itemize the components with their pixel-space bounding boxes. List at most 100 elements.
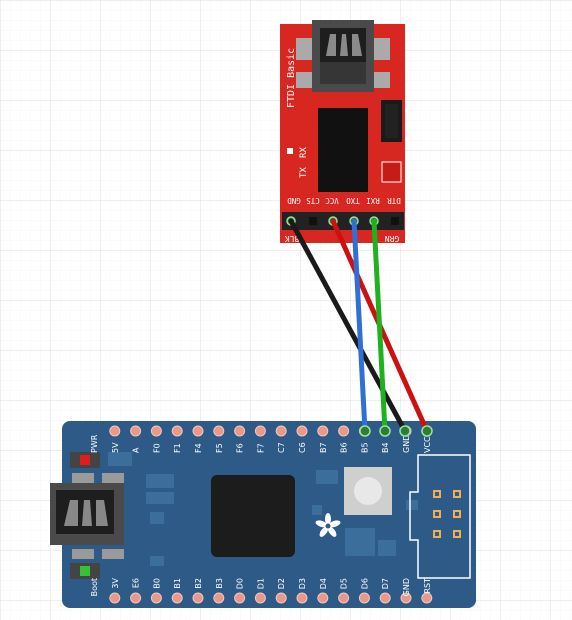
wires	[288, 218, 430, 434]
ftdi-chip	[318, 108, 368, 192]
bottom-pin-d2[interactable]	[275, 592, 287, 604]
bottom-pin-e6[interactable]	[130, 592, 142, 604]
bottom-pin-label-rst: RST	[423, 578, 432, 594]
ftdi-pin-label-cts: CTS	[306, 196, 320, 205]
ftdi-basic-board[interactable]: FTDI Basic TX RX GND CTS VCC TXO RXI DTR…	[280, 20, 405, 243]
top-pin-label-vcc: VCC	[423, 436, 432, 453]
wire-rxi[interactable]	[371, 218, 388, 434]
top-pin-label-pwr: PWR	[90, 434, 99, 453]
top-pin-f5[interactable]	[213, 425, 225, 437]
top-pin-c6[interactable]	[296, 425, 308, 437]
ftdi-pin-label-rxi: RXI	[366, 196, 380, 205]
board-components	[108, 452, 418, 566]
ftdi-pin-dtr[interactable]	[391, 217, 399, 225]
bottom-pin-d6[interactable]	[358, 592, 370, 604]
bottom-pin-label-gnd: GND	[402, 578, 411, 596]
wire-gnd[interactable]	[288, 218, 408, 434]
icsp-header	[433, 490, 461, 538]
bottom-pin-b2[interactable]	[192, 592, 204, 604]
bottom-pin-gnd[interactable]	[400, 592, 412, 604]
bottom-pin-label-e6: E6	[132, 578, 141, 588]
top-pin-label-f4: F4	[194, 443, 203, 453]
top-pin-label-b4: B4	[381, 442, 390, 453]
top-pin-label-f5: F5	[215, 443, 224, 453]
top-pin-b7[interactable]	[317, 425, 329, 437]
bottom-pin-label-b2: B2	[194, 578, 203, 589]
top-pin-a[interactable]	[130, 425, 142, 437]
top-pin-f4[interactable]	[192, 425, 204, 437]
ftdi-title: FTDI Basic	[286, 48, 297, 108]
bottom-pin-label-d6: D6	[360, 578, 369, 589]
bottom-pin-d7[interactable]	[379, 592, 391, 604]
top-pin-label-f1: F1	[173, 443, 182, 453]
bottom-pin-label-d5: D5	[340, 578, 349, 589]
top-pin-label-5v: 5V	[111, 442, 120, 453]
wire-endpoints	[359, 425, 433, 437]
bottom-pin-label-d3: D3	[298, 578, 307, 589]
bottom-pin-d3[interactable]	[296, 592, 308, 604]
top-pin-f0[interactable]	[150, 425, 162, 437]
top-pin-label-a: A	[132, 447, 141, 453]
bottom-pin-label-b1: B1	[173, 578, 182, 589]
ftdi-led-rx-label: RX	[299, 147, 309, 158]
bottom-pin-b3[interactable]	[213, 592, 225, 604]
top-pin-f1[interactable]	[171, 425, 183, 437]
top-pin-label-f0: F0	[152, 443, 161, 453]
ftdi-header	[282, 212, 404, 230]
bottom-pin-label-b0: B0	[152, 578, 161, 589]
boot-led	[80, 566, 90, 576]
ftdi-pin-label-dtr: DTR	[387, 196, 401, 205]
bottom-pin-b0[interactable]	[150, 592, 162, 604]
bottom-pin-b1[interactable]	[171, 592, 183, 604]
bottom-pin-label-d1: D1	[256, 578, 265, 589]
top-pin-label-f7: F7	[256, 443, 265, 453]
top-pin-c7[interactable]	[275, 425, 287, 437]
ftdi-pin-label-vcc: VCC	[325, 196, 339, 205]
top-pin-f7[interactable]	[254, 425, 266, 437]
top-pin-labels: PWR 5V A F0 F1 F4 F5 F6 F7 C7 C6 B7 B6 B5 B4 GND VCC	[90, 434, 432, 453]
bottom-pin-labels: Boot 3V E6 B0 B1 B2 B3 D0 D1 D2 D3 D4 D5 D6 D7 GND RST	[90, 577, 432, 596]
bottom-pin-label-3v: 3V	[111, 577, 120, 588]
bottom-pin-label-d7: D7	[381, 578, 390, 589]
top-pin-5v[interactable]	[109, 425, 121, 437]
top-pin-label-b6: B6	[340, 442, 349, 453]
bottom-pin-label-b3: B3	[215, 578, 224, 589]
reset-button-cap[interactable]	[354, 477, 382, 505]
bottom-pin-rst[interactable]	[421, 592, 433, 604]
bottom-pin-row	[109, 592, 433, 604]
ftdi-pin-label-txo: TXO	[346, 196, 360, 205]
bottom-pin-d4[interactable]	[317, 592, 329, 604]
top-pin-b6[interactable]	[338, 425, 350, 437]
bottom-pin-3v[interactable]	[109, 592, 121, 604]
ftdi-pin-label-gnd: GND	[287, 196, 301, 205]
top-pin-label-gnd: GND	[402, 435, 411, 453]
top-pin-label-b7: B7	[319, 442, 328, 453]
top-pin-label-b5: B5	[360, 442, 369, 453]
ftdi-led	[287, 148, 293, 154]
top-pin-label-c7: C7	[277, 442, 286, 453]
flower-logo-icon	[315, 513, 341, 537]
board-chip	[211, 475, 295, 557]
ftdi-label-grn: GRN	[385, 234, 400, 243]
top-pin-label-c6: C6	[298, 442, 307, 453]
bottom-pin-label-boot: Boot	[90, 578, 99, 596]
ftdi-label-blk: BLK	[285, 234, 300, 243]
ftdi-pin-cts[interactable]	[309, 217, 317, 225]
bottom-pin-label-d0: D0	[236, 578, 245, 589]
bottom-pin-d5[interactable]	[338, 592, 350, 604]
board-usb-connector	[50, 473, 124, 559]
ftdi-led-tx-label: TX	[299, 167, 309, 178]
ftdi-capacitor	[381, 161, 402, 183]
bottom-pin-label-d2: D2	[277, 578, 286, 589]
top-pin-f6[interactable]	[234, 425, 246, 437]
bottom-pin-d1[interactable]	[254, 592, 266, 604]
bottom-pin-d0[interactable]	[234, 592, 246, 604]
icsp-outline	[409, 454, 471, 579]
wire-txo[interactable]	[351, 218, 368, 434]
top-pin-label-f6: F6	[236, 443, 245, 453]
bottom-pin-label-d4: D4	[319, 578, 328, 589]
pwr-led	[80, 455, 90, 465]
ftdi-usb-connector	[296, 20, 390, 92]
